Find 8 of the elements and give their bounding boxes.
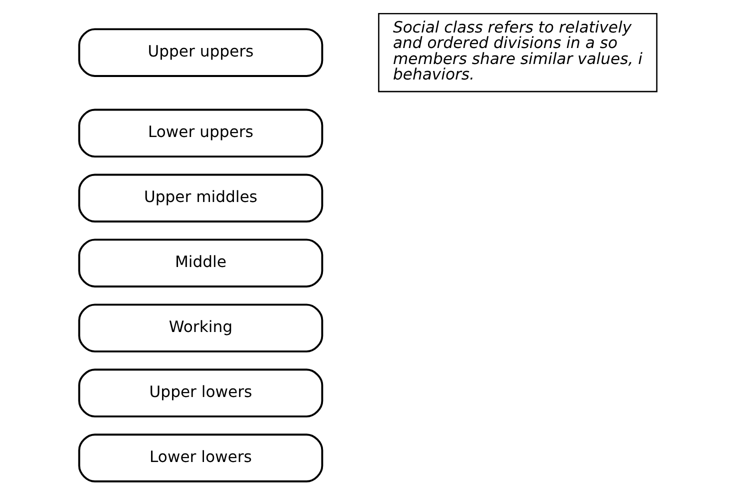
node-box: Upper lowers xyxy=(78,368,323,418)
node-box: Upper middles xyxy=(78,174,323,222)
node-box: Lower lowers xyxy=(78,434,323,482)
node-box: Upper uppers xyxy=(78,28,323,77)
node-box: Lower uppers xyxy=(78,108,323,158)
node-box: Middle xyxy=(78,238,323,288)
node-box: Working xyxy=(78,304,323,352)
node-box: Social class refers to relatively and ordered divisions in a so members share similar values, i behaviors. xyxy=(378,12,657,92)
